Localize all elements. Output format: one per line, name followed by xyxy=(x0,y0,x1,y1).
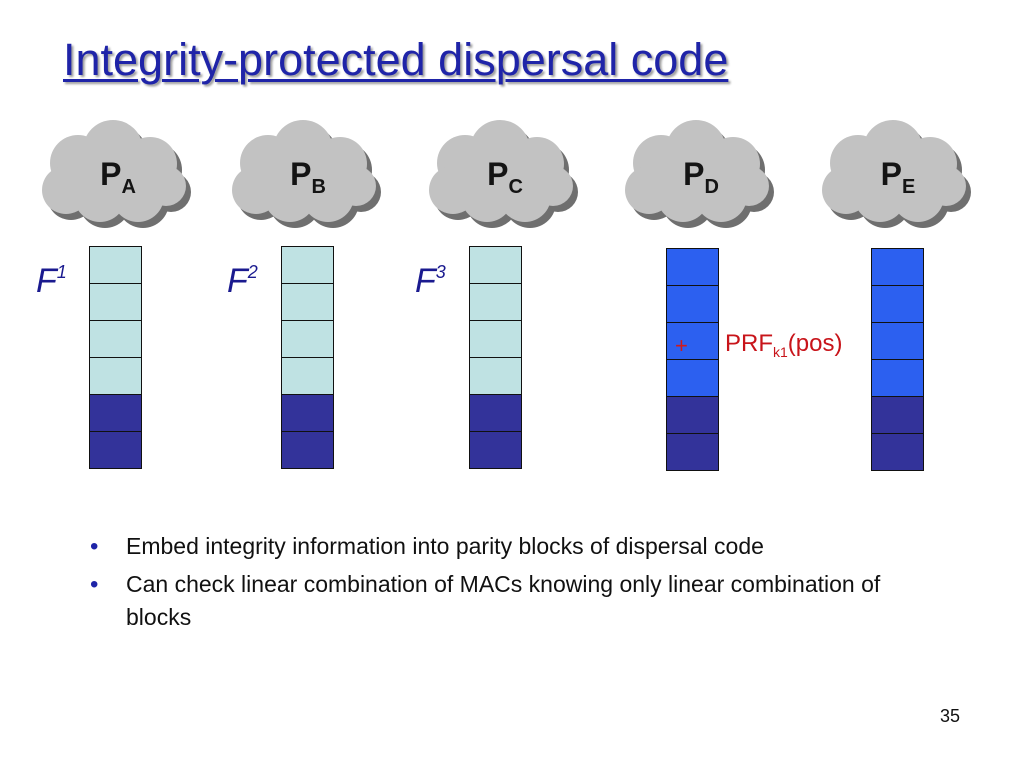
parity-block xyxy=(872,323,923,360)
mac-block xyxy=(90,395,141,432)
bullet-list: • Embed integrity information into parit… xyxy=(90,530,950,639)
block-column-b xyxy=(281,246,334,469)
parity-block xyxy=(872,249,923,286)
bullet-dot-icon: • xyxy=(90,571,99,598)
mac-block xyxy=(470,395,521,432)
parity-block xyxy=(872,360,923,397)
server-label-d: PD xyxy=(683,156,719,198)
mac-block xyxy=(282,395,333,432)
cloud-icon xyxy=(232,120,381,228)
data-block xyxy=(470,284,521,321)
block-column-d xyxy=(666,248,719,471)
file-label-3: F3 xyxy=(415,262,446,300)
plus-sign: + xyxy=(675,333,688,358)
server-label-b: PB xyxy=(290,156,326,198)
file-label-1: F1 xyxy=(36,262,67,300)
data-block xyxy=(90,321,141,358)
bullet-dot-icon: • xyxy=(90,533,99,560)
slide-title: Integrity-protected dispersal code xyxy=(63,34,729,85)
mac-block xyxy=(872,434,923,470)
mac-block xyxy=(470,432,521,468)
cloud-server-a: PA xyxy=(38,118,198,238)
mac-block xyxy=(667,397,718,434)
parity-block xyxy=(872,286,923,323)
parity-block xyxy=(667,360,718,397)
prf-annotation: PRFk1(pos) xyxy=(725,330,843,360)
server-label-a: PA xyxy=(100,156,136,198)
cloud-server-c: PC xyxy=(425,118,585,238)
mac-block xyxy=(872,397,923,434)
block-column-a xyxy=(89,246,142,469)
data-block xyxy=(90,284,141,321)
cloud-icon xyxy=(625,120,774,228)
data-block xyxy=(470,321,521,358)
block-column-c xyxy=(469,246,522,469)
cloud-server-e: PE xyxy=(818,118,978,238)
data-block xyxy=(470,247,521,284)
server-label-e: PE xyxy=(880,156,916,198)
mac-block xyxy=(667,434,718,470)
mac-block xyxy=(90,432,141,468)
block-column-e xyxy=(871,248,924,471)
bullet-item: • Embed integrity information into parit… xyxy=(90,530,950,563)
server-label-c: PC xyxy=(487,156,523,198)
bullet-item: • Can check linear combination of MACs k… xyxy=(90,568,950,634)
file-label-2: F2 xyxy=(227,262,258,300)
data-block xyxy=(470,358,521,395)
data-block xyxy=(282,284,333,321)
data-block xyxy=(90,247,141,284)
data-block xyxy=(282,321,333,358)
parity-block xyxy=(667,323,718,360)
mac-block xyxy=(282,432,333,468)
cloud-server-d: PD xyxy=(621,118,781,238)
parity-block xyxy=(667,249,718,286)
cloud-server-b: PB xyxy=(228,118,388,238)
page-number: 35 xyxy=(940,706,961,726)
parity-block xyxy=(667,286,718,323)
data-block xyxy=(282,247,333,284)
cloud-icon xyxy=(429,120,578,228)
cloud-icon xyxy=(42,120,191,228)
data-block xyxy=(282,358,333,395)
cloud-icon xyxy=(822,120,971,228)
data-block xyxy=(90,358,141,395)
